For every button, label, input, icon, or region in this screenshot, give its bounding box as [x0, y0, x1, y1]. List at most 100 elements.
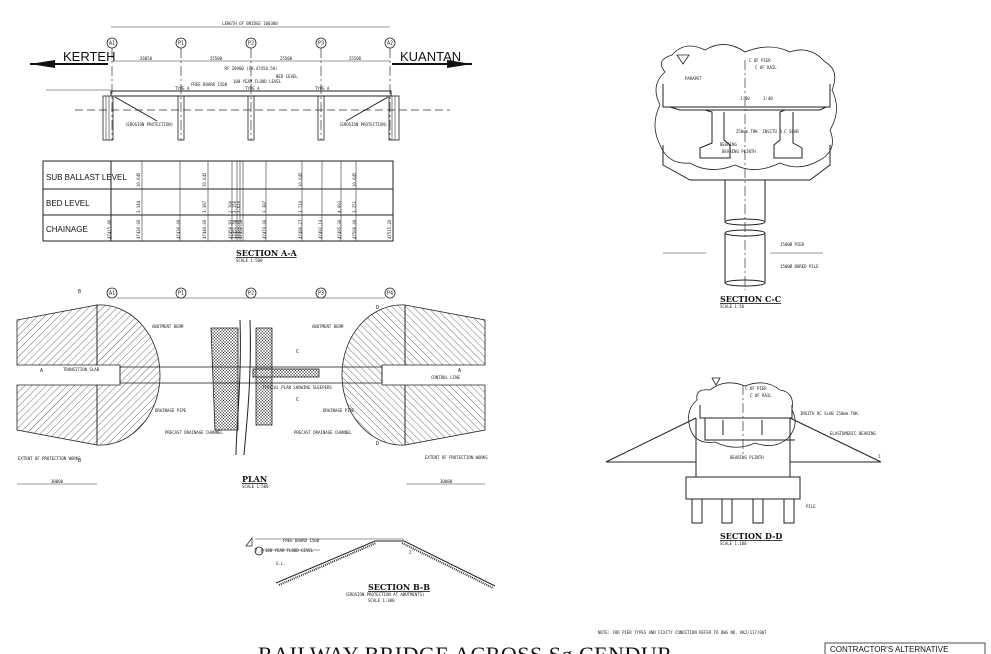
erosion-label-left: (EROSION PROTECTION) — [125, 122, 173, 127]
table-cell-value: 10.645 — [202, 172, 207, 187]
title-box-label: CONTRACTOR'S ALTERNATIVE — [830, 645, 948, 654]
grid-label-p3: P3 — [318, 41, 324, 47]
slab-label: INSITU RC SLAB 250mm THK. — [800, 411, 860, 416]
table-cell-value: 3.387 — [262, 200, 267, 213]
grid-label-p2: P2 — [248, 41, 254, 47]
table-cell-value: 47420.00 — [136, 219, 141, 239]
left-embankment-lower — [16, 384, 98, 446]
revision-triangle-icon — [711, 377, 721, 386]
section-aa-table: SUB BALLAST LEVEL BED LEVEL CHAINAGE 10.… — [42, 160, 394, 242]
sleepers-label: TYPICAL PLAN SHOWING SLEEPERS — [262, 385, 332, 390]
table-cell-value: 3.610 — [236, 200, 241, 213]
span-dim: 25500 — [349, 56, 362, 61]
revision-triangle-icon — [676, 54, 690, 65]
section-bb-subtitle: (EROSION PROTECTION AT ABUTMENTS) — [345, 592, 424, 597]
right-embankment-upper — [404, 304, 486, 366]
fall-right: 1:40 — [763, 96, 773, 101]
drawing-title: RAILWAY BRIDGE ACROSS Sg CENDUR — [258, 642, 672, 654]
left-embankment-upper — [16, 304, 98, 366]
control-line-label: CONTROL LINE — [431, 375, 460, 380]
pier-head — [662, 145, 831, 181]
dim-left: 30000 — [51, 479, 64, 484]
elevation-piers — [102, 95, 400, 141]
plan-grid-label-p4: P4 — [387, 291, 393, 297]
revision-cloud — [654, 44, 837, 170]
cl-rail-label: C OF RAIL — [750, 393, 772, 398]
table-cell-value: 47452.08 — [235, 219, 240, 239]
plan-bridge-deck — [119, 366, 383, 384]
plan-grid-marker-p4 — [384, 287, 396, 299]
erosion-label-right: (EROSION PROTECTION) — [339, 122, 387, 127]
section-aa-scale: SCALE 1:500 — [236, 258, 263, 263]
row-label-sub-ballast: SUB BALLAST LEVEL — [46, 173, 127, 182]
grid-label-p1: P1 — [178, 41, 184, 47]
transition-slab-label: TRANSITION SLAB — [63, 367, 100, 372]
drainage-pipe-label-right: DRAINAGE PIPE — [323, 408, 355, 413]
precast-channel-label-right: PRECAST DRAINAGE CHANNEL — [294, 430, 352, 435]
embankment-slope-left — [605, 417, 697, 463]
elevation-grid-markers: A1 P1 P2 P3 A2 — [106, 37, 396, 49]
left-abutment-berm — [96, 304, 161, 446]
parapet-label: PARAPET — [685, 76, 702, 81]
section-cc-scale: SCALE 1:50 — [720, 304, 745, 309]
bridge-length-label: LENGTH OF BRIDGE 100300 — [222, 21, 278, 26]
flood-value-cloud — [254, 546, 264, 556]
rail-level-label: RF 20900 (CH.47450.50) — [225, 66, 278, 71]
pile — [783, 498, 795, 524]
right-abutment-berm — [341, 304, 406, 446]
pier-column — [724, 180, 766, 283]
flood-level-label: 100 YEAR FLOOD LEVEL — [233, 79, 282, 84]
table-frame — [42, 160, 394, 242]
section-mark-c-bottom: C — [296, 397, 299, 403]
drawing-note: NOTE: FOR PIER TYPES AND FIXITY CONDITIO… — [598, 630, 767, 635]
pile-label: 1500Ø BORED PILE — [780, 264, 819, 269]
pier-type-label: TYPE A — [315, 86, 330, 91]
free-board-label: FREE BOARD 1500 — [191, 82, 228, 87]
plan-grid-label-p3: P3 — [318, 291, 324, 297]
section-dd-view: C OF PIER C OF RAIL INSITU RC SLAB 250mm… — [605, 377, 882, 524]
section-cc-view: C OF PIER C OF RAIL PARAPET 1:40 1:40 25… — [654, 44, 837, 290]
table-cell-value: 3.710 — [298, 200, 303, 213]
section-cc-title: SECTION C-C — [720, 294, 781, 304]
plan-sleepers — [252, 368, 320, 378]
section-mark-c-top: C — [296, 349, 299, 355]
embankment-profile — [275, 540, 496, 587]
pile — [721, 498, 733, 524]
table-cell-value: 10.645 — [298, 172, 303, 187]
deck-section — [662, 84, 831, 111]
extent-label-left: EXTENT OF PROTECTION WORKS — [18, 456, 81, 461]
section-dd-scale: SCALE 1:100 — [720, 541, 747, 546]
title-box — [824, 642, 986, 654]
plan-scale: SCALE 1:500 — [242, 484, 269, 489]
section-aa-title: SECTION A-A — [236, 248, 298, 258]
kerteh-arrow-icon — [30, 60, 108, 68]
drainage-pipe-label-left: DRAINAGE PIPE — [155, 408, 187, 413]
table-cell-value: 10.645 — [136, 172, 141, 187]
fall-left: 1:40 — [740, 96, 750, 101]
table-cell-value: 47451.58 — [232, 219, 237, 239]
flood-level-label: 100 YEAR FLOOD LEVEL — [265, 548, 314, 553]
section-mark-d-bottom: D — [376, 441, 379, 447]
table-cell-value: 10.645 — [352, 172, 357, 187]
river-edge — [235, 319, 241, 456]
erosion-slope-left — [114, 96, 158, 122]
abutment-wall — [695, 418, 791, 477]
section-mark-d-top: D — [376, 305, 379, 311]
span-dim: 25500 — [280, 56, 293, 61]
elevation-view: LENGTH OF BRIDGE 100300 A1 P1 P2 P3 A2 2… — [30, 21, 472, 141]
table-cell-value: 47440.00 — [202, 219, 207, 239]
table-cell-value: 47500.00 — [352, 219, 357, 239]
section-bb-view: FREE BOARD 1500 7.0 100 YEAR FLOOD LEVEL… — [245, 536, 496, 589]
free-board-label: FREE BOARD 1500 — [283, 538, 320, 543]
slope-label: 2 — [409, 550, 412, 555]
pier-label: 1500Ø PIER — [780, 242, 805, 247]
precast-channel-label-left: PRECAST DRAINAGE CHANNEL — [165, 430, 223, 435]
kuantan-arrow-icon — [392, 60, 472, 68]
table-cell-value: 47450.83 — [228, 219, 233, 239]
section-mark-b-bottom: B — [78, 458, 81, 464]
embankment-slope-right — [789, 417, 882, 463]
pier-type-label: TYPE A — [245, 86, 260, 91]
plan-grid-label-p1: P1 — [178, 291, 184, 297]
revision-cloud — [688, 382, 796, 448]
span-dim: 26050 — [140, 56, 153, 61]
